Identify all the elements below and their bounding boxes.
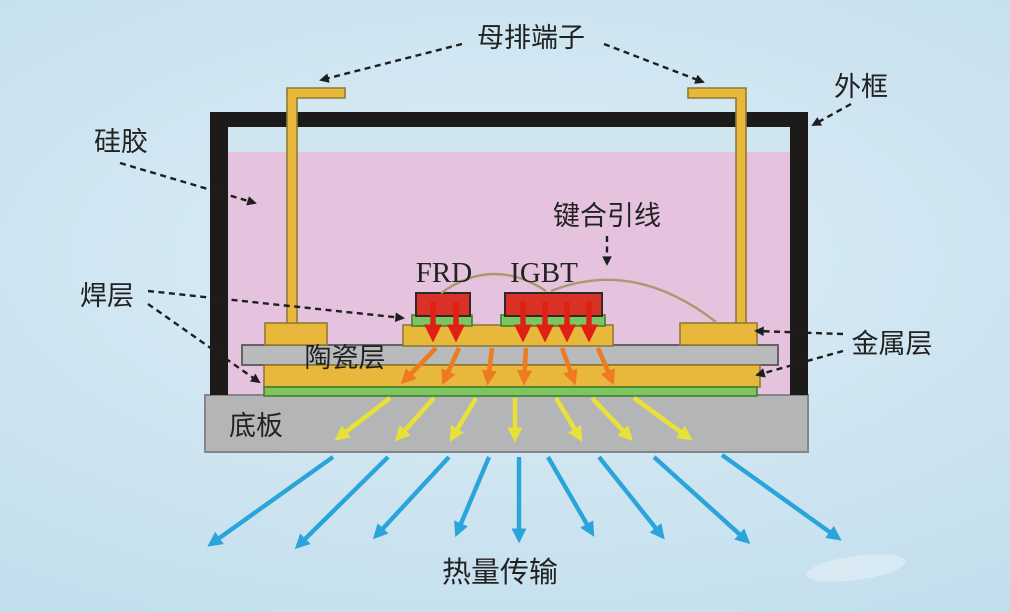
bond-wire-frd-igbt [440, 272, 547, 294]
heat-arrow-blue-1 [207, 455, 335, 547]
outer-frame-left [210, 112, 228, 395]
label-bond-wire: 键合引线 [553, 201, 661, 231]
heat-arrows-orange-group [400, 346, 615, 386]
baseplate [204, 394, 809, 453]
heat-arrow-orange-2 [441, 347, 462, 386]
leader-silicone-gel [119, 161, 257, 206]
leader-busbar-terminal-left [319, 42, 463, 83]
heat-arrow-orange-5 [559, 347, 578, 386]
leader-solder-layer-upper [147, 289, 405, 322]
label-igbt: IGBT [510, 257, 578, 289]
heat-arrow-yellow-1 [334, 396, 392, 441]
heat-arrow-orange-1 [400, 346, 438, 385]
heat-arrow-blue-8 [652, 455, 751, 545]
air-gap-above-gel [228, 127, 790, 153]
label-silicone-gel: 硅胶 [94, 127, 148, 157]
bond-wire-igbt-terminal [550, 278, 717, 323]
label-solder-layer: 焊层 [80, 281, 134, 311]
leader-solder-layer-lower [147, 303, 261, 384]
left-busbar-terminal [286, 87, 346, 324]
heat-arrow-orange-4 [517, 347, 533, 386]
outer-frame-top [210, 112, 808, 127]
left-terminal-pad [264, 322, 328, 346]
heat-arrows-yellow-group [334, 396, 693, 443]
right-busbar-terminal [687, 87, 747, 324]
heat-arrow-yellow-5 [554, 396, 583, 442]
frd-chip [415, 292, 471, 317]
outer-frame-right [790, 112, 808, 395]
label-baseplate: 底板 [229, 411, 283, 441]
heat-arrow-yellow-3 [449, 396, 478, 442]
leader-metal-layer-upper [754, 326, 844, 337]
label-metal-layer: 金属层 [852, 329, 933, 359]
lower-solder-layer [263, 386, 758, 397]
heat-arrows-blue-group [207, 453, 842, 550]
heat-arrow-blue-9 [720, 453, 842, 541]
label-heat-transfer: 热量传输 [442, 556, 558, 589]
leader-busbar-terminal-right [603, 42, 705, 84]
watermark-smudge [806, 554, 906, 582]
label-outer-frame: 外框 [834, 72, 888, 102]
heat-arrow-blue-2 [294, 455, 390, 550]
label-ceramic-layer: 陶瓷层 [305, 343, 386, 373]
leader-outer-frame [811, 102, 852, 127]
heat-arrow-blue-3 [372, 455, 451, 540]
heat-arrow-blue-6 [546, 455, 595, 537]
heat-arrow-orange-3 [481, 347, 497, 386]
heat-arrows-red-group [423, 302, 599, 343]
heat-arrow-blue-7 [597, 455, 665, 540]
heat-arrow-blue-4 [454, 456, 492, 538]
igbt-chip [504, 292, 603, 317]
heat-arrow-yellow-2 [394, 396, 436, 442]
leader-metal-layer-lower [755, 349, 844, 378]
label-frd: FRD [416, 257, 472, 289]
heat-arrow-orange-6 [595, 347, 615, 386]
label-busbar-terminal: 母排端子 [477, 23, 585, 53]
heat-arrow-yellow-6 [590, 396, 634, 442]
heat-arrow-yellow-7 [632, 396, 693, 441]
right-terminal-pad [679, 322, 758, 346]
